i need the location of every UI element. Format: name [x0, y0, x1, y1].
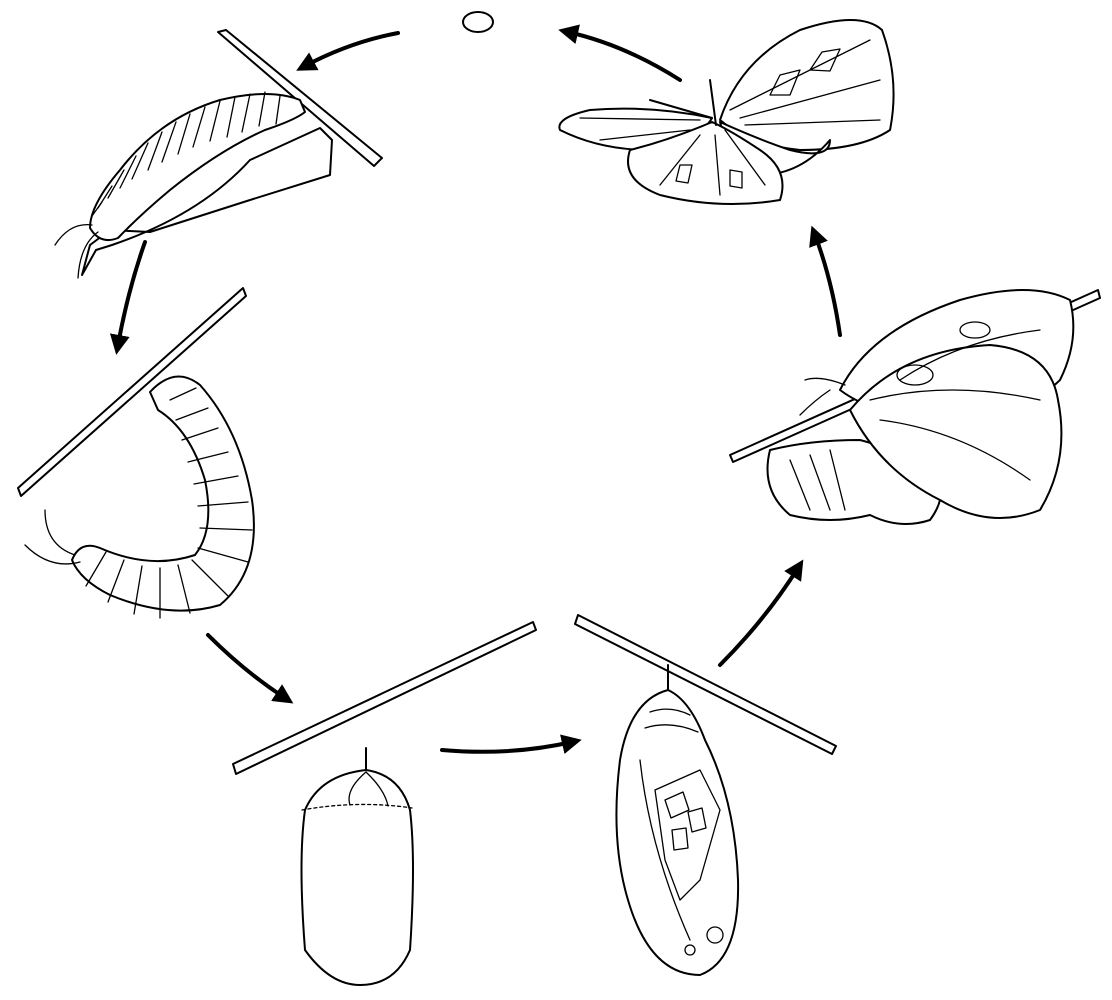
- arrow-icon: [206, 633, 294, 704]
- chrysalis-mature-icon: [574, 614, 837, 976]
- butterfly-emerging-icon: [729, 289, 1101, 525]
- arrow-icon: [718, 559, 804, 667]
- arrow-icon: [109, 240, 147, 355]
- cycle-arrows: [109, 24, 842, 754]
- caterpillar-icon: [54, 29, 383, 279]
- arrow-icon: [558, 24, 682, 82]
- arrow-icon: [296, 31, 400, 71]
- chrysalis-icon: [232, 621, 537, 986]
- caterpillar-j-shape-icon: [17, 287, 255, 619]
- egg-icon: [462, 11, 494, 33]
- arrow-icon: [809, 225, 842, 337]
- butterfly-icon: [558, 19, 895, 205]
- arrow-icon: [440, 734, 582, 754]
